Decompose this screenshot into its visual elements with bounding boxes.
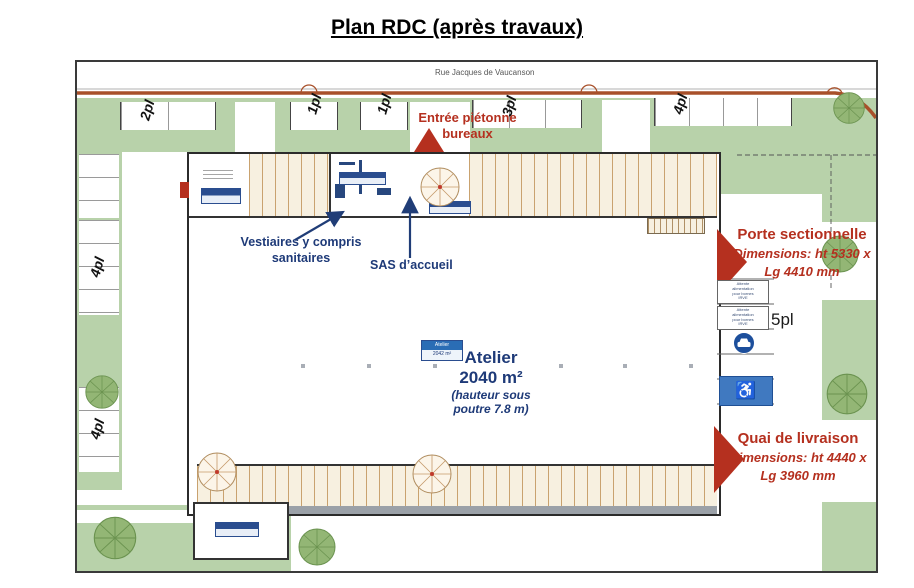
ev-charging-note: Attente alimentation pour bornes IRVE xyxy=(717,280,769,304)
indoor-parking-row xyxy=(249,154,329,218)
page-title: Plan RDC (après travaux) xyxy=(330,16,584,39)
technical-room xyxy=(193,502,289,560)
vestiaires-annotation: Vestiaires y compris sanitaires xyxy=(235,234,367,267)
driveway xyxy=(77,490,217,505)
sanitary-fixture xyxy=(339,162,355,165)
sas-annotation: SAS d’accueil xyxy=(370,258,453,272)
porte-sectionnelle-label: Porte sectionnelle Dimensions: ht 5330 x… xyxy=(727,224,877,281)
stair-hatch xyxy=(647,218,705,234)
quai-dims: Lg 3960 mm xyxy=(760,468,836,484)
driveway xyxy=(77,510,197,523)
office-room xyxy=(189,154,251,218)
entrance-label-line: bureaux xyxy=(442,126,493,142)
atelier-note: (hauteur sous xyxy=(451,388,531,402)
micro-text xyxy=(203,170,233,179)
building-outline: Atelier 2042 m² Atelier 2040 m² (hauteur… xyxy=(180,152,721,560)
parking-bay xyxy=(79,220,119,315)
vestiaires-line: sanitaires xyxy=(271,251,331,266)
porte-dims: Lg 4410 mm xyxy=(764,264,840,280)
mini-plan-label xyxy=(339,172,386,185)
atelier-note: poutre 7.8 m) xyxy=(453,402,529,416)
mini-plan-label xyxy=(215,522,259,537)
atelier-name: Atelier xyxy=(464,348,518,367)
column-marker xyxy=(301,364,305,368)
ev-note-line: IRVE xyxy=(738,295,748,301)
sanitary-fixture xyxy=(335,184,345,198)
parking-bay xyxy=(79,154,119,218)
vestiaires-line: Vestiaires y compris xyxy=(240,235,362,249)
atelier-tag-area: 2042 m² xyxy=(432,350,452,357)
parking-count-label: 5pl xyxy=(771,310,794,329)
column-marker xyxy=(559,364,563,368)
column-marker xyxy=(367,364,371,368)
indoor-parking-row xyxy=(469,154,717,218)
ev-note-line: IRVE xyxy=(738,321,748,327)
entrance-label-line: Entrée piétonne xyxy=(418,110,517,125)
loading-edge xyxy=(289,506,717,514)
entrance-label: Entrée piétonne bureaux xyxy=(415,110,520,143)
street-name: Rue Jacques de Vaucanson xyxy=(435,68,535,77)
driveway xyxy=(235,102,275,152)
wheelchair-icon: ♿ xyxy=(735,381,757,400)
porte-dims: Dimensions: ht 5330 x xyxy=(733,246,871,261)
quai-livraison-label: Quai de livraison Dimensions: ht 4440 x … xyxy=(719,428,877,485)
atelier-tag: Atelier 2042 m² xyxy=(421,340,463,361)
column-marker xyxy=(689,364,693,368)
atelier-label: Atelier 2040 m² (hauteur sous poutre 7.8… xyxy=(401,348,581,416)
ev-charging-note: Attente alimentation pour bornes IRVE xyxy=(717,306,769,330)
mini-plan-label xyxy=(429,201,471,214)
quai-title: Quai de livraison xyxy=(737,430,859,447)
column-marker xyxy=(433,364,437,368)
entrance-door-marker xyxy=(180,182,189,198)
porte-title: Porte sectionnelle xyxy=(737,226,867,243)
mini-plan-label xyxy=(201,188,241,204)
atelier-area: 2040 m² xyxy=(459,368,523,387)
tree-icon xyxy=(298,528,336,566)
accessible-parking-space: ♿ xyxy=(719,376,773,406)
quai-dims: Dimensions: ht 4440 x xyxy=(729,450,867,465)
indoor-parking-row xyxy=(197,464,717,514)
site-plan: Rue Jacques de Vaucanson 2pl 1pl 1pl 3pl… xyxy=(75,60,878,573)
atelier-tag-title: Atelier xyxy=(422,341,462,350)
driveway xyxy=(602,100,650,152)
column-marker xyxy=(623,364,627,368)
sanitary-fixture xyxy=(377,188,391,195)
